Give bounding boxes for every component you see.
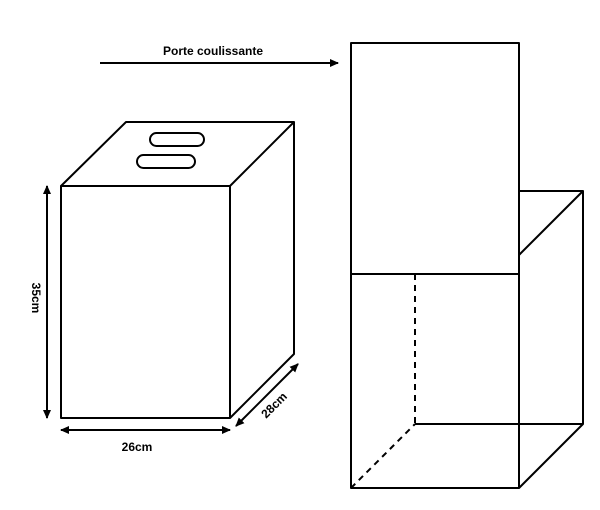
open-box-top-back-edge [518,190,584,256]
closed-box-side-face [229,122,295,419]
handle-slot-top [149,132,205,147]
hidden-edge-diagonal [350,423,416,489]
closed-box [60,121,295,419]
height-label: 35cm [29,283,43,314]
sliding-door-panel [350,42,520,275]
open-box-side-face [518,190,584,489]
width-label: 26cm [122,440,153,454]
hidden-edges [350,274,416,489]
open-box [350,42,584,489]
handle-slot-bottom [136,154,196,169]
depth-label: 28cm [258,389,290,421]
closed-box-front-face [60,185,231,419]
sliding-door-label: Porte coulissante [163,44,263,58]
open-box-front-lower [350,274,520,489]
depth-dimension-arrow [235,363,299,427]
